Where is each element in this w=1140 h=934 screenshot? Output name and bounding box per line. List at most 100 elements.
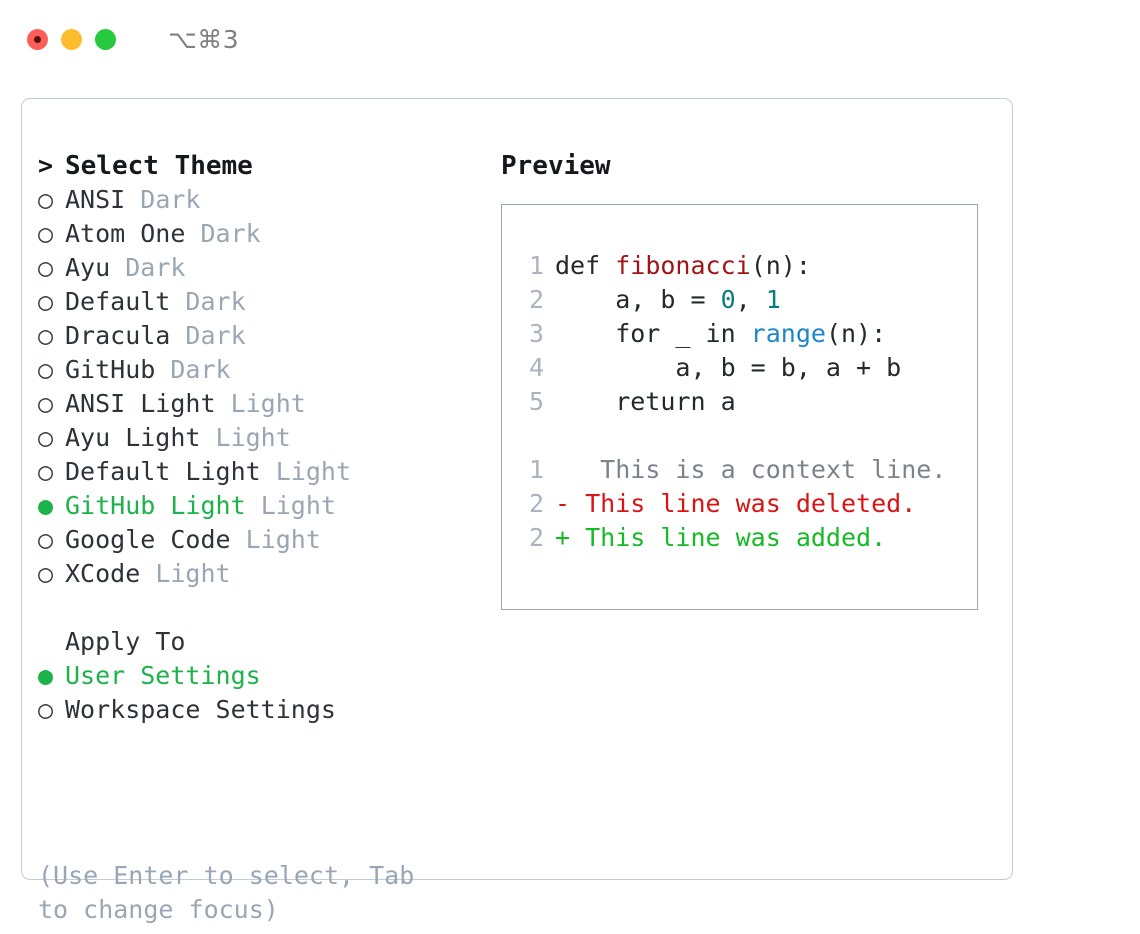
theme-name: Default Light [65,457,261,486]
code-token-plain: (n): [825,319,887,348]
name-category-separator [140,557,155,591]
radio-unselected-icon[interactable]: ○ [38,559,54,588]
name-category-separator [261,455,276,489]
code-line-text: for _ in range(n): [555,317,886,351]
apply-to-option[interactable]: ● User Settings [38,659,478,693]
preview-title: Preview [501,151,611,181]
radio-unselected-icon[interactable]: ○ [38,355,54,384]
name-category-separator [185,217,200,251]
zoom-button[interactable] [95,28,116,50]
radio-unselected-icon[interactable]: ○ [38,525,54,554]
diff-line: 1 This is a context line. [516,453,946,487]
radio-unselected-icon[interactable]: ○ [38,457,54,486]
code-token-num: 0 [720,285,736,314]
code-line-text: return a [555,385,735,419]
diff-line-text: This line was added. [570,523,887,552]
code-line: 2 a, b = 0, 1 [516,283,946,317]
theme-category-label: Dark [200,219,261,248]
theme-name: XCode [65,559,141,588]
diff-line-text: This line was deleted. [570,489,917,518]
diff-line-number: 2 [528,523,544,552]
name-category-separator [155,353,170,387]
theme-list-item[interactable]: ○ ANSI Dark [38,183,478,217]
theme-category-label: Dark [185,287,246,316]
title-bar: ⌥⌘3 [0,0,1140,78]
code-line-number: 4 [528,353,544,382]
main-panel: > Select Theme ○ANSI Dark○Atom One Dark○… [21,98,1013,924]
code-token-fn: fibonacci [615,251,751,280]
theme-list-item[interactable]: ○ Default Dark [38,285,478,319]
theme-list-item[interactable]: ○ Atom One Dark [38,217,478,251]
theme-name: Ayu [65,253,111,282]
apply-to-option-label: User Settings [65,661,261,690]
code-token-plain: (n): [750,251,811,280]
theme-name: ANSI [65,185,126,214]
code-line-text: def fibonacci(n): [555,249,811,283]
code-line-text: a, b = b, a + b [555,351,901,385]
name-category-separator [231,523,246,557]
theme-picker-column: > Select Theme ○ANSI Dark○Atom One Dark○… [38,149,478,727]
diff-sign: + [555,523,571,552]
preview-spacer [516,419,946,453]
apply-to-heading-row: Apply To [38,625,478,659]
radio-unselected-icon[interactable]: ○ [38,287,54,316]
theme-name: Atom One [65,219,186,248]
radio-unselected-icon[interactable]: ○ [38,253,54,282]
name-category-separator [216,387,231,421]
name-category-separator [246,489,261,523]
theme-name: Ayu Light [65,423,201,452]
radio-selected-icon[interactable]: ● [38,661,54,690]
theme-category-label: Light [275,457,351,486]
name-category-separator [110,251,125,285]
radio-unselected-icon[interactable]: ○ [38,423,54,452]
panel-body: > Select Theme ○ANSI Dark○Atom One Dark○… [22,99,1012,924]
name-category-separator [200,421,215,455]
code-token-plain: def [555,251,616,280]
select-theme-heading-row: > Select Theme [38,149,478,183]
theme-list-item[interactable]: ○Dracula Dark [38,319,478,353]
theme-category-label: Light [230,389,306,418]
apply-to-option[interactable]: ○ Workspace Settings [38,693,478,727]
code-token-num: 1 [765,285,781,314]
page-title: Select Theme [65,151,253,181]
name-category-separator [170,319,185,353]
code-token-builtin: range [750,319,826,348]
diff-line-number: 2 [528,489,544,518]
radio-unselected-icon[interactable]: ○ [38,389,54,418]
theme-list-item[interactable]: ○ Default Light Light [38,455,478,489]
diff-line: 2- This line was deleted. [516,487,946,521]
theme-name: Default [65,287,171,316]
theme-list-item[interactable]: ○Ayu Dark [38,251,478,285]
name-category-separator [170,285,185,319]
radio-unselected-icon[interactable]: ○ [38,695,54,724]
theme-category-label: Light [215,423,291,452]
theme-list-item[interactable]: ●GitHub Light Light [38,489,478,523]
radio-unselected-icon[interactable]: ○ [38,321,54,350]
diff-sign: - [555,489,571,518]
radio-unselected-icon[interactable]: ○ [38,219,54,248]
theme-list: ○ ANSI Dark ○ Atom One Dark ○ Ayu Dark ○ Defaul… [38,183,478,591]
code-token-plain: for _ in [555,319,751,348]
minimize-button[interactable] [61,28,82,50]
spacer [38,591,478,625]
apply-to-option-label: Workspace Settings [65,695,336,724]
theme-list-item[interactable]: ○ ANSI Light Light [38,387,478,421]
theme-list-item[interactable]: ○Google Code Light [38,523,478,557]
theme-category-label: Dark [140,185,201,214]
theme-list-item[interactable]: ○ Ayu Light Light [38,421,478,455]
theme-list-item[interactable]: ○GitHub Dark [38,353,478,387]
diff-line-number: 1 [528,455,544,484]
theme-list-item[interactable]: ○ XCode Light [38,557,478,591]
apply-to-label: Apply To [65,627,186,656]
code-line-text: a, b = 0, 1 [555,283,781,317]
theme-category-label: Dark [185,321,246,350]
code-token-plain: a, b = b, a + b [555,353,902,382]
theme-name: GitHub Light [65,491,246,520]
theme-category-label: Light [155,559,231,588]
radio-selected-icon[interactable]: ● [38,491,54,520]
theme-name: ANSI Light [65,389,216,418]
close-button[interactable] [27,28,48,50]
code-line: 3 for _ in range(n): [516,317,946,351]
radio-unselected-icon[interactable]: ○ [38,185,54,214]
